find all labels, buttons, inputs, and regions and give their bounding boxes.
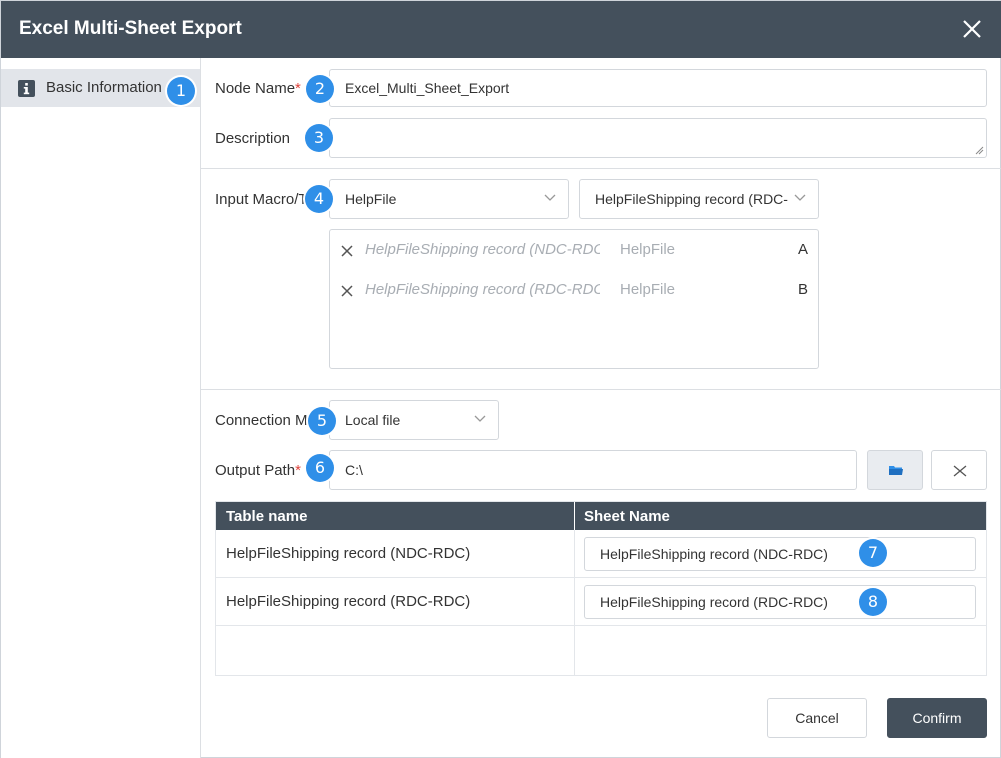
dialog-titlebar: Excel Multi-Sheet Export — [1, 1, 1001, 58]
table-name-cell: HelpFileShipping record (RDC-RDC) — [226, 593, 471, 610]
sheet-name-input[interactable]: HelpFileShipping record (RDC-RDC) — [584, 585, 976, 619]
sidebar-item-basic-information[interactable]: Basic Information — [1, 69, 200, 107]
connection-method-label: Connection Method — [215, 412, 323, 429]
required-mark: * — [295, 80, 301, 97]
clear-icon — [953, 465, 967, 477]
browse-folder-button[interactable] — [867, 450, 923, 490]
node-name-label: Node Name* — [215, 80, 301, 97]
cell-divider — [574, 578, 575, 626]
clear-path-button[interactable] — [931, 450, 987, 490]
chevron-down-icon — [794, 194, 806, 201]
confirm-button[interactable]: Confirm — [887, 698, 987, 738]
cell-divider — [574, 626, 575, 675]
callout-badge-4: 4 — [305, 185, 333, 213]
list-item: HelpFileShipping record (NDC-RDC) HelpFi… — [330, 230, 818, 270]
column-header-table-name: Table name — [226, 508, 308, 525]
sheet-name-input[interactable]: HelpFileShipping record (NDC-RDC) — [584, 537, 976, 571]
output-path-label: Output Path* — [215, 462, 301, 479]
input-macro-label: Input Macro/Table — [215, 191, 325, 208]
cancel-button[interactable]: Cancel — [767, 698, 867, 738]
connection-method-select[interactable]: Local file — [329, 400, 499, 440]
list-item-source: HelpFile — [620, 241, 676, 258]
callout-badge-7: 7 — [859, 539, 887, 567]
callout-badge-3: 3 — [305, 124, 333, 152]
folder-icon — [889, 466, 903, 475]
list-item-column: B — [798, 281, 809, 298]
callout-badge-8: 8 — [859, 588, 887, 616]
table-row: HelpFileShipping record (NDC-RDC) HelpFi… — [216, 530, 986, 578]
sheet-mapping-table: Table name Sheet Name HelpFileShipping r… — [215, 501, 987, 676]
table-select[interactable]: HelpFileShipping record (RDC-RDC) — [579, 179, 819, 219]
sidebar: Basic Information — [1, 58, 201, 758]
macro-select-value: HelpFile — [345, 191, 397, 207]
node-name-input[interactable]: Excel_Multi_Sheet_Export — [329, 69, 987, 107]
connection-method-value: Local file — [345, 412, 401, 428]
cell-divider — [574, 530, 575, 578]
column-header-sheet-name: Sheet Name — [584, 508, 670, 525]
section-divider — [201, 168, 1001, 169]
callout-badge-1: 1 — [167, 77, 195, 105]
sidebar-item-label: Basic Information — [46, 79, 162, 96]
list-item-table-name: HelpFileShipping record (NDC-RDC) — [365, 241, 600, 258]
list-item: HelpFileShipping record (RDC-RDC) HelpFi… — [330, 270, 818, 310]
table-select-value: HelpFileShipping record (RDC-RDC) — [595, 191, 788, 207]
table-name-cell: HelpFileShipping record (NDC-RDC) — [226, 545, 471, 562]
close-icon[interactable] — [959, 16, 985, 42]
remove-icon[interactable] — [340, 284, 354, 298]
callout-badge-6: 6 — [306, 454, 334, 482]
list-item-column: A — [798, 241, 809, 258]
header-divider — [574, 502, 575, 530]
table-header: Table name Sheet Name — [216, 502, 986, 530]
output-path-input[interactable]: C:\ — [329, 450, 857, 490]
macro-select[interactable]: HelpFile — [329, 179, 569, 219]
chevron-down-icon — [474, 415, 486, 422]
remove-icon[interactable] — [340, 244, 354, 258]
dialog-title: Excel Multi-Sheet Export — [19, 18, 242, 39]
chevron-down-icon — [544, 194, 556, 201]
callout-badge-2: 2 — [306, 75, 334, 103]
resize-handle-icon[interactable] — [975, 146, 984, 155]
list-item-source: HelpFile — [620, 281, 676, 298]
description-textarea[interactable] — [329, 118, 987, 158]
list-item-table-name: HelpFileShipping record (RDC-RDC) — [365, 281, 600, 298]
table-row: HelpFileShipping record (RDC-RDC) HelpFi… — [216, 578, 986, 626]
description-label: Description — [215, 130, 291, 147]
section-divider — [201, 389, 1001, 390]
required-mark: * — [295, 462, 301, 479]
callout-badge-5: 5 — [308, 407, 336, 435]
info-icon — [18, 80, 35, 97]
selected-tables-list: HelpFileShipping record (NDC-RDC) HelpFi… — [329, 229, 819, 369]
